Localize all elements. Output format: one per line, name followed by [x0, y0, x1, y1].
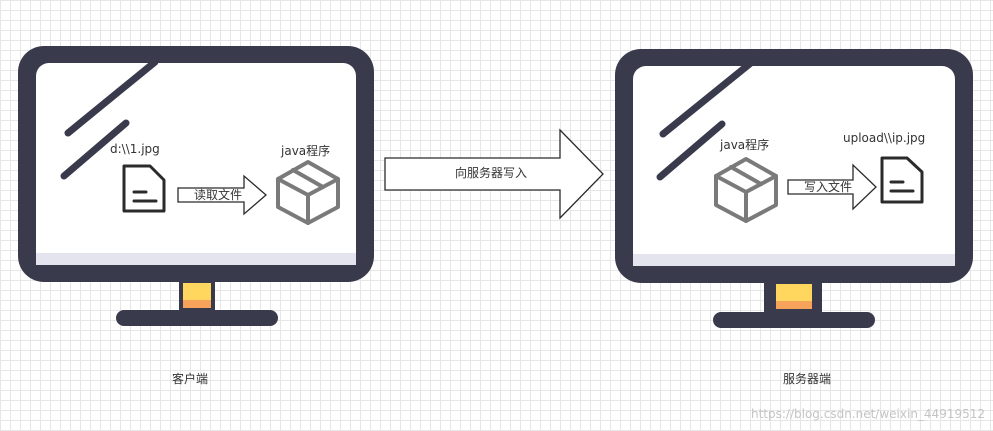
server-screen-glare-2 [656, 120, 726, 181]
server-monitor-base [713, 312, 875, 328]
client-monitor-screen [36, 63, 356, 265]
server-screen-glare-1 [659, 58, 756, 138]
server-monitor [615, 49, 973, 328]
transfer-arrow [384, 128, 604, 220]
client-package-icon [276, 160, 340, 225]
server-package-icon [714, 157, 778, 223]
server-file-label: upload\\ip.jpg [843, 131, 926, 145]
client-file-icon [122, 164, 166, 213]
client-stand-accent-bottom [183, 300, 211, 308]
client-monitor-base [116, 310, 278, 326]
client-monitor-screen-shadow [36, 253, 356, 265]
server-monitor-screen [633, 66, 955, 266]
server-program-label: java程序 [720, 138, 770, 152]
client-program-label: java程序 [281, 144, 331, 158]
client-file-label: d:\\1.jpg [110, 142, 160, 156]
server-write-arrow [787, 163, 877, 211]
server-monitor-screen-shadow [633, 254, 955, 266]
server-file-icon [880, 156, 924, 204]
client-read-arrow [177, 174, 267, 216]
client-read-action-label: 读取文件 [194, 188, 243, 202]
server-caption: 服务器端 [783, 372, 832, 386]
client-screen-glare-1 [64, 58, 159, 137]
transfer-label: 向服务器写入 [455, 166, 528, 180]
client-caption: 客户端 [172, 372, 209, 386]
server-stand-accent [776, 284, 812, 301]
server-stand-accent-bottom [776, 301, 812, 309]
client-stand-accent [183, 283, 211, 300]
watermark-text: https://blog.csdn.net/weixin_44919512 [750, 407, 985, 421]
server-write-action-label: 写入文件 [804, 180, 853, 194]
client-monitor [18, 46, 374, 326]
client-screen-glare-2 [60, 119, 130, 180]
